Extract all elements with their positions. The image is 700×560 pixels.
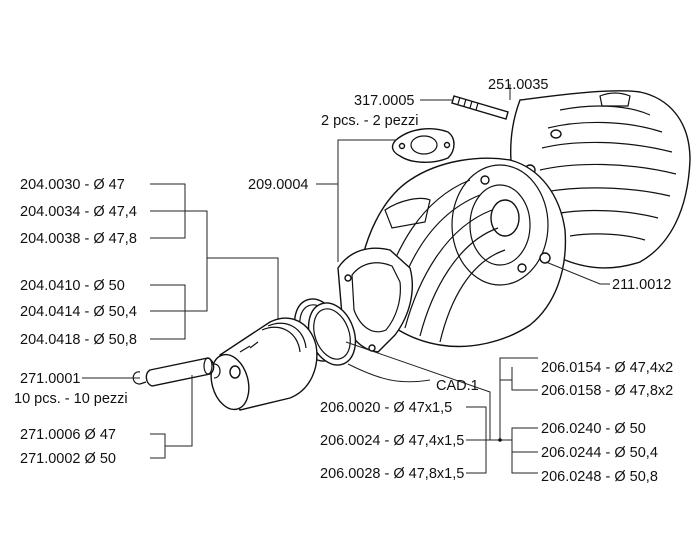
part-labels: 204.0030 - Ø 47 204.0034 - Ø 47,4 204.00…	[14, 77, 673, 485]
label-204-0030: 204.0030 - Ø 47	[20, 177, 125, 193]
label-206-0240: 206.0240 - Ø 50	[541, 421, 646, 437]
stud-drawing	[451, 95, 509, 120]
label-271-0001-qty: 10 pcs. - 10 pezzi	[14, 391, 128, 407]
label-209-0004: 209.0004	[248, 177, 308, 193]
piston-pin-drawing	[145, 357, 215, 387]
label-251-0035: 251.0035	[488, 77, 548, 93]
label-271-0001: 271.0001	[20, 371, 80, 387]
label-317-0005-qty: 2 pcs. - 2 pezzi	[321, 113, 419, 129]
piston-drawing	[210, 317, 318, 411]
label-206-0244: 206.0244 - Ø 50,4	[541, 445, 658, 461]
label-204-0038: 204.0038 - Ø 47,8	[20, 231, 137, 247]
label-206-0158: 206.0158 - Ø 47,8x2	[541, 383, 673, 399]
label-211-0012: 211.0012	[612, 277, 671, 293]
label-206-0028: 206.0028 - Ø 47,8x1,5	[320, 466, 464, 482]
label-206-0020: 206.0020 - Ø 47x1,5	[320, 400, 452, 416]
base-gasket-drawing	[337, 247, 413, 353]
label-271-0006: 271.0006 Ø 47	[20, 427, 116, 443]
leader-lines	[82, 84, 610, 474]
label-204-0034: 204.0034 - Ø 47,4	[20, 204, 137, 220]
label-206-0154: 206.0154 - Ø 47,4x2	[541, 360, 673, 376]
intake-gasket-drawing	[391, 128, 455, 163]
label-204-0410: 204.0410 - Ø 50	[20, 278, 125, 294]
label-271-0002: 271.0002 Ø 50	[20, 451, 116, 467]
label-206-0248: 206.0248 - Ø 50,8	[541, 469, 658, 485]
label-204-0418: 204.0418 - Ø 50,8	[20, 332, 137, 348]
label-206-0024: 206.0024 - Ø 47,4x1,5	[320, 433, 464, 449]
label-cad-1: CAD.1	[436, 378, 479, 394]
label-204-0414: 204.0414 - Ø 50,4	[20, 304, 137, 320]
label-317-0005: 317.0005	[354, 93, 414, 109]
